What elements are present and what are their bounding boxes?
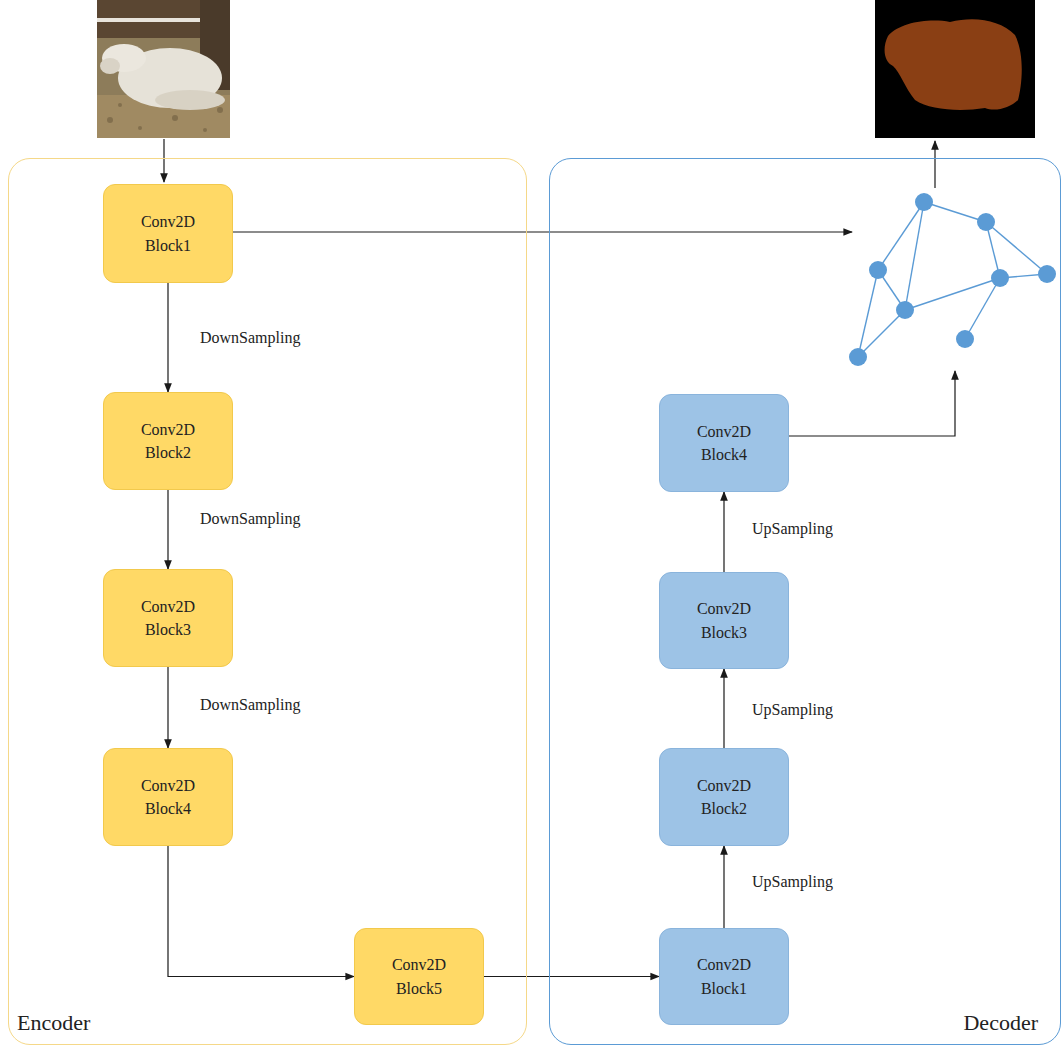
flow-arrows	[164, 139, 955, 436]
region-title: Decoder	[963, 1010, 1038, 1036]
sampling-label: UpSampling	[752, 520, 833, 538]
sampling-label: UpSampling	[752, 873, 833, 891]
block-label: Conv2D Block4	[130, 774, 206, 820]
sampling-label: DownSampling	[200, 510, 300, 528]
block-label: Conv2D Block3	[686, 597, 762, 643]
flow-connector	[484, 976, 659, 977]
module-region: Encoder Conv2D Block1Conv2D Block2Conv2D …	[8, 158, 527, 1045]
graph-illustration	[858, 202, 1047, 357]
flow-connector	[168, 846, 354, 977]
sampling-label: UpSampling	[752, 701, 833, 719]
block-label: Conv2D Block4	[686, 420, 762, 466]
sampling-label: DownSampling	[200, 329, 300, 347]
conv-block: Conv2D Block4	[103, 748, 233, 846]
conv-block: Conv2D Block3	[659, 572, 789, 669]
block-label: Conv2D Block1	[130, 210, 206, 256]
conv-block: Conv2D Block1	[103, 184, 233, 283]
block-label: Conv2D Block2	[686, 774, 762, 820]
output-mask	[875, 0, 1035, 138]
graph-vertices	[849, 193, 1056, 366]
conv-block: Conv2D Block2	[103, 392, 233, 490]
flow-connector	[167, 283, 168, 392]
region-title: Encoder	[17, 1010, 90, 1036]
block-label: Conv2D Block5	[381, 953, 457, 999]
input-photo	[97, 0, 230, 138]
conv-block: Conv2D Block4	[659, 394, 789, 492]
sampling-label: DownSampling	[200, 696, 300, 714]
flow-connector	[723, 846, 724, 928]
flow-connector	[167, 490, 168, 569]
flow-connector	[723, 492, 724, 572]
conv-block: Conv2D Block2	[659, 748, 789, 846]
flow-connector	[723, 669, 724, 748]
block-label: Conv2D Block1	[686, 953, 762, 999]
block-label: Conv2D Block3	[130, 595, 206, 641]
block-label: Conv2D Block2	[130, 418, 206, 464]
module-region: Decoder Conv2D Block1 Conv2D Block2 Conv2D …	[549, 158, 1061, 1045]
conv-block: Conv2D Block3	[103, 569, 233, 667]
flow-connector	[167, 667, 168, 748]
conv-block: Conv2D Block1	[659, 928, 789, 1025]
conv-block: Conv2D Block5	[354, 928, 484, 1025]
